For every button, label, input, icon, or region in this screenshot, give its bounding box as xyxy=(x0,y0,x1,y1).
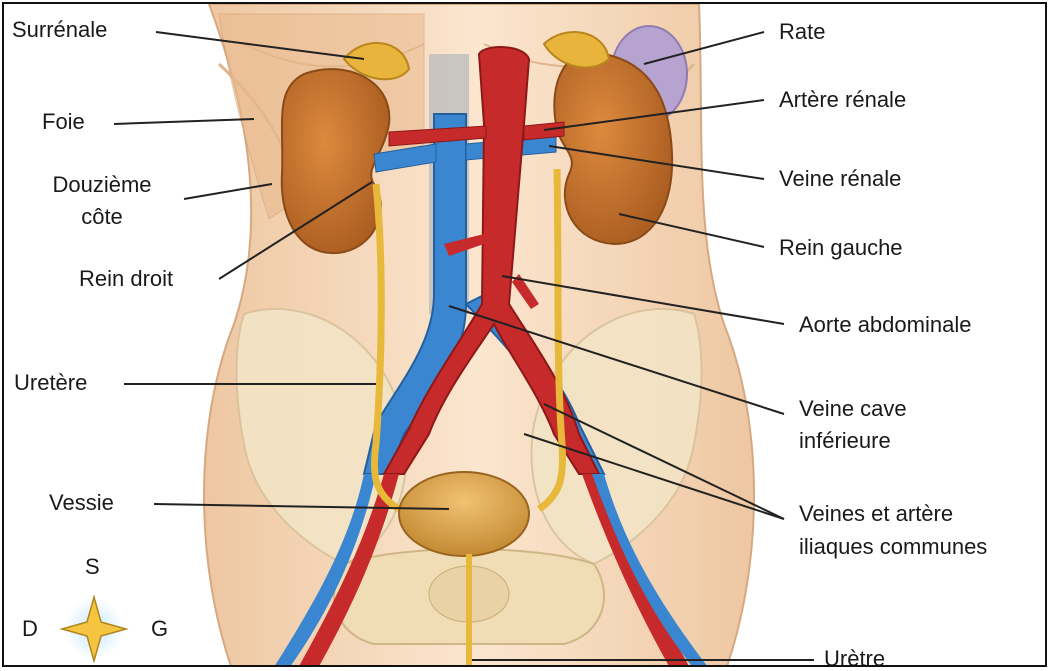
label-douzieme-line1: Douzième xyxy=(42,172,162,198)
label-uretre: Urètre xyxy=(824,646,885,667)
label-rein-droit: Rein droit xyxy=(79,266,173,292)
bladder xyxy=(399,472,529,556)
label-douzieme-line2: côte xyxy=(42,204,162,230)
label-veine-cave-line2: inférieure xyxy=(799,428,891,454)
label-aorte-abdominale: Aorte abdominale xyxy=(799,312,971,338)
label-veine-renale: Veine rénale xyxy=(779,166,901,192)
label-uretere: Uretère xyxy=(14,370,87,396)
label-surrenale: Surrénale xyxy=(12,17,107,43)
compass-gauche: G xyxy=(151,616,168,642)
label-iliaques-line2: iliaques communes xyxy=(799,534,987,560)
label-rein-gauche: Rein gauche xyxy=(779,235,903,261)
compass-superior: S xyxy=(85,554,100,580)
label-iliaques-line1: Veines et artère xyxy=(799,501,953,527)
label-rate: Rate xyxy=(779,19,825,45)
label-foie: Foie xyxy=(42,109,85,135)
label-veine-cave-line1: Veine cave xyxy=(799,396,907,422)
right-kidney xyxy=(282,69,390,253)
compass-rose-icon xyxy=(62,597,126,661)
compass-droit: D xyxy=(22,616,38,642)
label-vessie: Vessie xyxy=(49,490,114,516)
label-artere-renale: Artère rénale xyxy=(779,87,906,113)
